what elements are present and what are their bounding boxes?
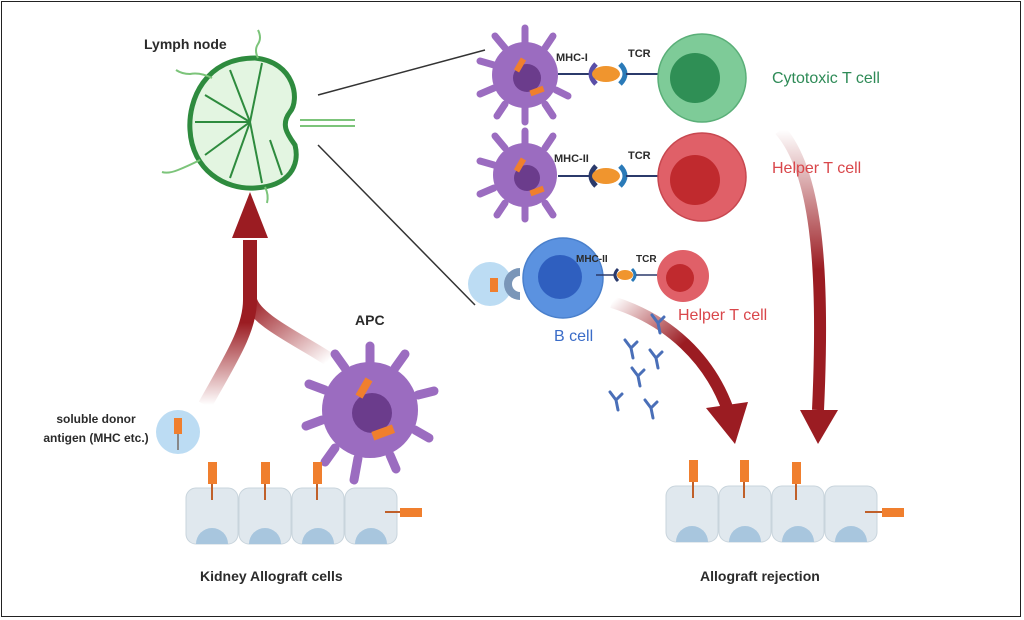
arrowhead-bcell: [706, 402, 748, 444]
apc-cell-top: [476, 24, 572, 126]
arrow-apc-branch: [243, 297, 334, 366]
label-allograft-rejection: Allograft rejection: [700, 568, 820, 584]
label-mhc1: MHC-I: [556, 52, 588, 64]
soluble-antigen: [156, 410, 200, 454]
helper-t-cell-2: [657, 250, 709, 302]
cytotoxic-t-cell: [657, 33, 747, 123]
label-mhc2: MHC-II: [554, 153, 589, 165]
label-tcr1: TCR: [628, 48, 651, 60]
label-kidney-allograft: Kidney Allograft cells: [200, 568, 343, 584]
label-cytotoxic-t-cell: Cytotoxic T cell: [772, 70, 880, 87]
synapse-mhc1-tcr: [558, 62, 660, 86]
arrowhead-rejection: [800, 410, 838, 444]
synapse-bcell-tcr: [596, 267, 658, 283]
apc-cell-middle: [476, 127, 557, 223]
arrowhead-up: [232, 192, 268, 238]
lymph-node-icon: [161, 29, 355, 204]
label-lymph-node: Lymph node: [144, 36, 227, 52]
label-tcr3: TCR: [636, 254, 657, 265]
helper-t-cell-1: [657, 132, 747, 222]
b-cell: [468, 237, 604, 319]
label-tcr2: TCR: [628, 150, 651, 162]
kidney-cells-right: [665, 460, 904, 543]
synapse-mhc2-tcr: [558, 164, 660, 188]
label-helper-t-cell-1: Helper T cell: [772, 160, 862, 177]
label-mhc2-b: MHC-II: [576, 254, 608, 265]
label-soluble-antigen: soluble donor antigen (MHC etc.): [43, 412, 149, 445]
apc-cell-main: [301, 341, 439, 485]
arrow-up: [198, 240, 257, 409]
arrow-bcell-rejection: [610, 296, 734, 413]
connector-line: [317, 49, 486, 96]
label-helper-t-cell-2: Helper T cell: [678, 307, 768, 324]
label-b-cell: B cell: [554, 328, 594, 345]
arrow-cytotoxic-rejection: [775, 126, 827, 411]
kidney-cells-left: [185, 462, 422, 545]
antibodies: [608, 313, 666, 420]
connector-line: [317, 144, 476, 306]
label-apc: APC: [355, 312, 385, 328]
